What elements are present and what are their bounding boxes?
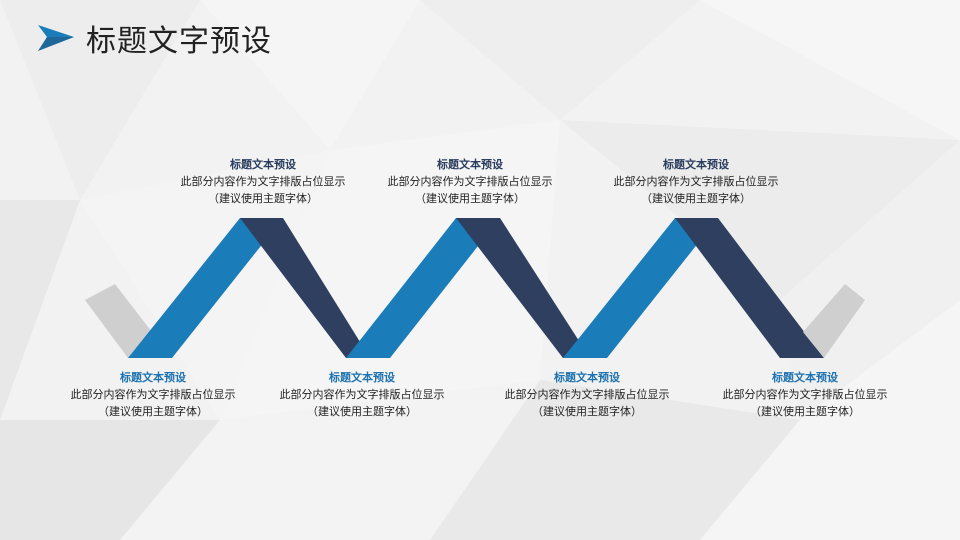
caption-heading: 标题文本预设 (230, 158, 296, 171)
caption-heading: 标题文本预设 (663, 158, 729, 171)
ribbon-segment-4 (456, 218, 590, 358)
caption-body: 此部分内容作为文字排版占位显示 (504, 388, 670, 401)
caption-heading: 标题文本预设 (329, 371, 395, 384)
caption-bottom-2: 标题文本预设 此部分内容作为文字排版占位显示 （建议使用主题字体） (252, 369, 472, 420)
caption-note: （建议使用主题字体） (750, 405, 860, 418)
caption-heading: 标题文本预设 (554, 371, 620, 384)
caption-bottom-3: 标题文本预设 此部分内容作为文字排版占位显示 （建议使用主题字体） (477, 369, 697, 420)
caption-body: 此部分内容作为文字排版占位显示 (70, 388, 236, 401)
caption-top-3: 标题文本预设 此部分内容作为文字排版占位显示 （建议使用主题字体） (586, 156, 806, 207)
ribbon-segment-3 (346, 218, 500, 358)
caption-body: 此部分内容作为文字排版占位显示 (279, 388, 445, 401)
arrow-logo-icon (38, 25, 74, 51)
caption-heading: 标题文本预设 (120, 371, 186, 384)
caption-top-2: 标题文本预设 此部分内容作为文字排版占位显示 （建议使用主题字体） (360, 156, 580, 207)
ribbon-segment-1 (128, 218, 283, 358)
caption-bottom-4: 标题文本预设 此部分内容作为文字排版占位显示 （建议使用主题字体） (695, 369, 915, 420)
caption-body: 此部分内容作为文字排版占位显示 (387, 175, 553, 188)
caption-note: （建议使用主题字体） (641, 192, 751, 205)
caption-top-1: 标题文本预设 此部分内容作为文字排版占位显示 （建议使用主题字体） (153, 156, 373, 207)
caption-note: （建议使用主题字体） (415, 192, 525, 205)
ribbon-segment-5 (563, 218, 718, 358)
caption-note: （建议使用主题字体） (307, 405, 417, 418)
title-bar: 标题文字预设 (38, 16, 272, 60)
page-title: 标题文字预设 (86, 24, 272, 59)
ribbon-segment-2 (240, 218, 370, 358)
caption-body: 此部分内容作为文字排版占位显示 (180, 175, 346, 188)
caption-body: 此部分内容作为文字排版占位显示 (722, 388, 888, 401)
caption-heading: 标题文本预设 (437, 158, 503, 171)
caption-heading: 标题文本预设 (772, 371, 838, 384)
caption-bottom-1: 标题文本预设 此部分内容作为文字排版占位显示 （建议使用主题字体） (43, 369, 263, 420)
ribbon-end-right (803, 284, 865, 358)
caption-note: （建议使用主题字体） (98, 405, 208, 418)
caption-note: （建议使用主题字体） (208, 192, 318, 205)
caption-note: （建议使用主题字体） (532, 405, 642, 418)
caption-body: 此部分内容作为文字排版占位显示 (613, 175, 779, 188)
ribbon-segment-6 (675, 218, 824, 358)
